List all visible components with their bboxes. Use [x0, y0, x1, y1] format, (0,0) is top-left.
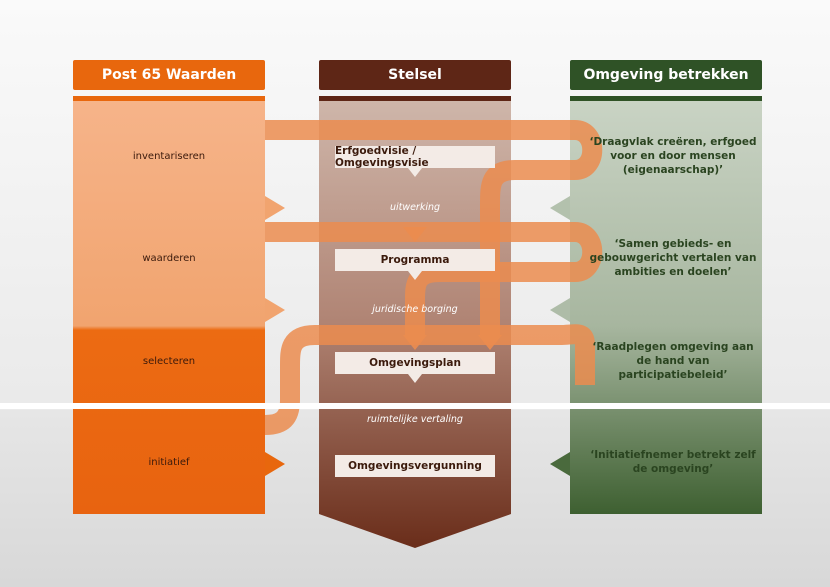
box-erfgoedvisie-omgevingsvisie: Erfgoedvisie / Omgevingsvisie [335, 145, 495, 169]
right-arrow-3 [550, 452, 570, 476]
divider-line [0, 403, 830, 409]
left-label-inventariseren: inventariseren [132, 151, 206, 162]
column-header-omgeving-betrekken: Omgeving betrekken [570, 60, 762, 90]
box-omgevingsplan: Omgevingsplan [335, 352, 495, 374]
right-column-body [570, 96, 762, 514]
box-omgevingsvergunning: Omgevingsvergunning [335, 455, 495, 477]
left-label-waarderen: waarderen [142, 253, 196, 264]
left-arrow-1 [265, 196, 285, 220]
left-label-selecteren: selecteren [142, 356, 196, 367]
box-programma: Programma [335, 249, 495, 271]
quote-draagvlak: ‘Draagvlak creëren, erfgoed voor en door… [589, 136, 757, 176]
quote-initiatiefnemer: ‘Initiatiefnemer betrekt zelf de omgevin… [590, 449, 756, 475]
quote-raadplegen-omgeving: ‘Raadplegen omgeving aan de hand van par… [592, 341, 754, 381]
connector-ruimtelijke-vertaling: ruimtelijke vertaling [367, 414, 463, 425]
left-label-initiatief: initiatief [148, 457, 190, 468]
column-header-post-65-waarden: Post 65 Waarden [73, 60, 265, 90]
left-column-body [73, 96, 265, 514]
quote-samen-gebieds: ‘Samen gebieds- en gebouwgericht vertale… [589, 238, 757, 278]
connector-juridische-borging: juridische borging [372, 304, 458, 315]
right-arrow-1 [550, 196, 570, 220]
connector-uitwerking: uitwerking [389, 202, 441, 213]
left-arrow-3 [265, 452, 285, 476]
left-arrow-2 [265, 298, 285, 322]
column-header-stelsel: Stelsel [319, 60, 511, 90]
right-arrow-2 [550, 298, 570, 322]
